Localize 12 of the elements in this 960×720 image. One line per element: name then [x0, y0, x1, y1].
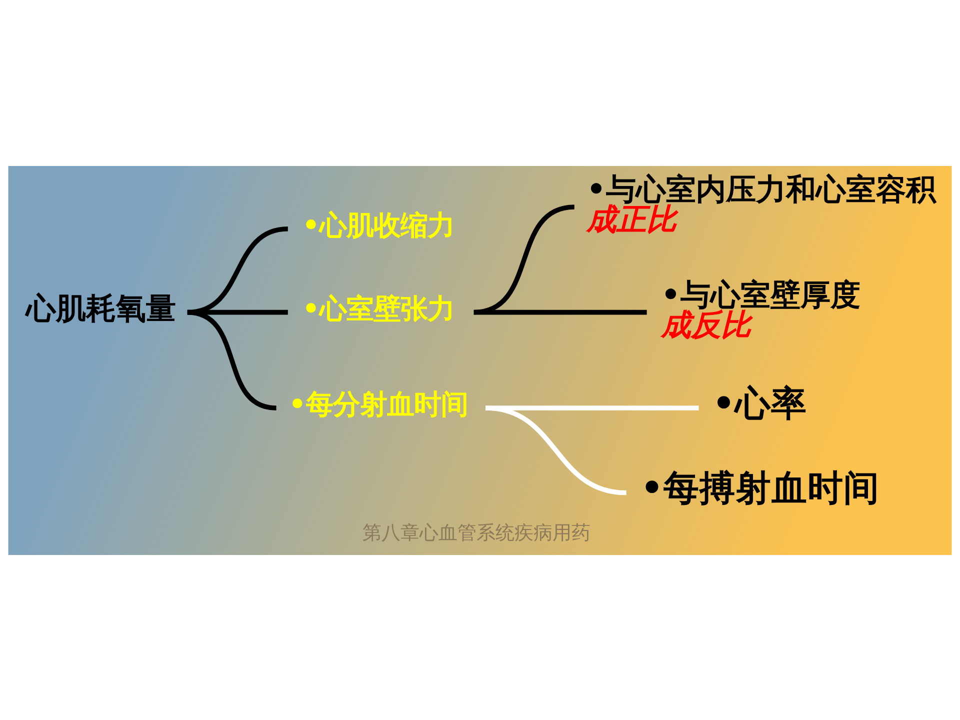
- connector: [485, 405, 627, 495]
- node-text: •心肌收缩力: [302, 210, 455, 241]
- node-text: •每分射血时间: [288, 388, 468, 420]
- node-text: 心肌耗氧量: [26, 291, 176, 326]
- node-text: •心率: [712, 382, 808, 424]
- node-text: •与心室内压力和心室容积 成正比: [586, 172, 936, 238]
- connector: [187, 309, 277, 410]
- caption: 第八章心血管系统疾病用药: [362, 520, 590, 544]
- connector: [474, 309, 647, 314]
- node-text: •每搏射血时间: [640, 468, 880, 509]
- node-text: •心室壁张力: [302, 293, 455, 324]
- node-text: •与心室壁厚度 成反比: [661, 277, 860, 342]
